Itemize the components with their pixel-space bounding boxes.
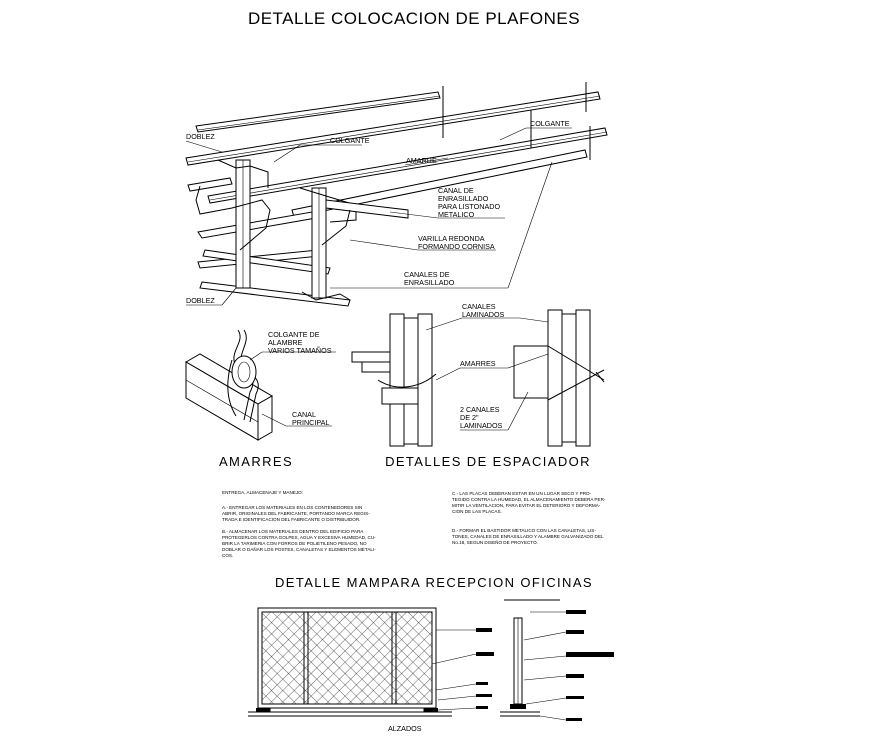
note-d-3: No.18, SEGUN DISEÑO DE PROYECTO. xyxy=(452,539,538,545)
label-varilla-1: VARILLA REDONDA xyxy=(418,234,485,243)
label-colgante-alambre-2: ALAMBRE xyxy=(268,338,303,347)
top-channels xyxy=(185,91,608,218)
label-canales-enr-1: CANALES DE xyxy=(404,270,450,279)
label-doblez-bottom: DOBLEZ xyxy=(186,296,215,305)
note-c-3: MITIR LA VENTILACION, PARA EVITAR EL DET… xyxy=(452,503,601,508)
label-canal-1: CANAL DE xyxy=(438,186,474,195)
amarres-detail: COLGANTE DE ALAMBRE VARIOS TAMAÑOS CANAL… xyxy=(185,329,336,469)
note-a-3: TRADA E IDENTIFICACION DEL FABRICANTE O … xyxy=(222,517,360,522)
label-amarres: AMARRES xyxy=(460,359,496,368)
label-varilla-2: FORMANDO CORNISA xyxy=(418,242,495,251)
notes-heading: ENTREGA, ALMACENAJE Y MANEJO: xyxy=(222,490,303,495)
label-canales-enr-2: ENRASILLADO xyxy=(404,278,455,287)
note-b-1: B.- ALMACENAR LOS MATERIALES DENTRO DEL … xyxy=(222,529,364,534)
label-colgante-2: COLGANTE xyxy=(530,119,570,128)
mampara-detail: DETALLE MAMPARA RECEPCION OFICINAS ALZAD… xyxy=(248,575,614,733)
label-dos-canales-1: 2 CANALES xyxy=(460,405,500,414)
note-d-2: TONES, CANALES DE ENRASILLADO Y ALAMBRE … xyxy=(452,534,604,539)
note-d-1: D.- FORMAR EL BASTIDOR METALICO CON LAS … xyxy=(452,528,596,533)
note-b-5: COS. xyxy=(222,553,233,558)
notes-block: ENTREGA, ALMACENAJE Y MANEJO: A.- ENTREG… xyxy=(222,490,606,558)
label-canal-2: ENRASILLADO xyxy=(438,194,489,203)
page-title: DETALLE COLOCACION DE PLAFONES xyxy=(248,9,580,28)
label-colgante-1: COLGANTE xyxy=(330,136,370,145)
far-hangers xyxy=(442,82,591,160)
label-canales-laminados-1: CANALES xyxy=(462,302,496,311)
vertical-hangers xyxy=(195,159,409,301)
note-c-2: TEGIDO CONTRA LA HUMEDAD, EL ALMACENAMIE… xyxy=(452,497,606,502)
label-dos-canales-2: DE 2" xyxy=(460,413,479,422)
mesh-panel xyxy=(261,611,433,705)
label-canal-4: METALICO xyxy=(438,210,475,219)
label-canal-principal-1: CANAL xyxy=(292,410,316,419)
label-canal-principal-2: PRINCIPAL xyxy=(292,418,329,427)
label-colgante-alambre-3: VARIOS TAMAÑOS xyxy=(268,346,332,355)
leader-lines xyxy=(185,127,572,306)
ceiling-isometric-detail: DOBLEZ COLGANTE COLGANTE AMARRE CANAL DE… xyxy=(185,82,608,307)
note-a-2: ABRIR, ORIGINALES DEL FABRICANTE, PORTAN… xyxy=(222,511,370,516)
label-canales-laminados-2: LAMINADOS xyxy=(462,310,505,319)
note-a-1: A.- ENTREGAR LOS MATERIALES EN LOS CONTE… xyxy=(222,505,362,510)
note-c-1: C.- LAS PLACAS DEBERAN ESTAR EN UN LUGAR… xyxy=(452,491,592,496)
label-alzados: ALZADOS xyxy=(388,724,422,733)
label-colgante-alambre-1: COLGANTE DE xyxy=(268,330,320,339)
label-canal-3: PARA LISTONADO xyxy=(438,202,500,211)
caption-amarres: AMARRES xyxy=(219,454,293,469)
label-dos-canales-3: LAMINADOS xyxy=(460,421,503,430)
mampara-title: DETALLE MAMPARA RECEPCION OFICINAS xyxy=(275,575,593,590)
label-doblez-top: DOBLEZ xyxy=(186,132,215,141)
note-c-4: CION DE LAS PLACAS. xyxy=(452,509,502,514)
note-b-4: DOBLAR O DAÑAR LOS POSTES, CANALETAS Y E… xyxy=(222,546,376,552)
label-amarre: AMARRE xyxy=(406,156,437,165)
note-b-3: BRIR LA TARIMERIA CON FORROS DE POLIETIL… xyxy=(222,541,367,546)
note-b-2: PROTEGERLOS CONTRA GOLPES, AGUA Y EXCESI… xyxy=(222,535,376,540)
caption-espaciador: DETALLES DE ESPACIADOR xyxy=(385,454,591,469)
espaciador-detail: CANALES LAMINADOS AMARRES 2 CANALES DE 2… xyxy=(351,302,605,469)
